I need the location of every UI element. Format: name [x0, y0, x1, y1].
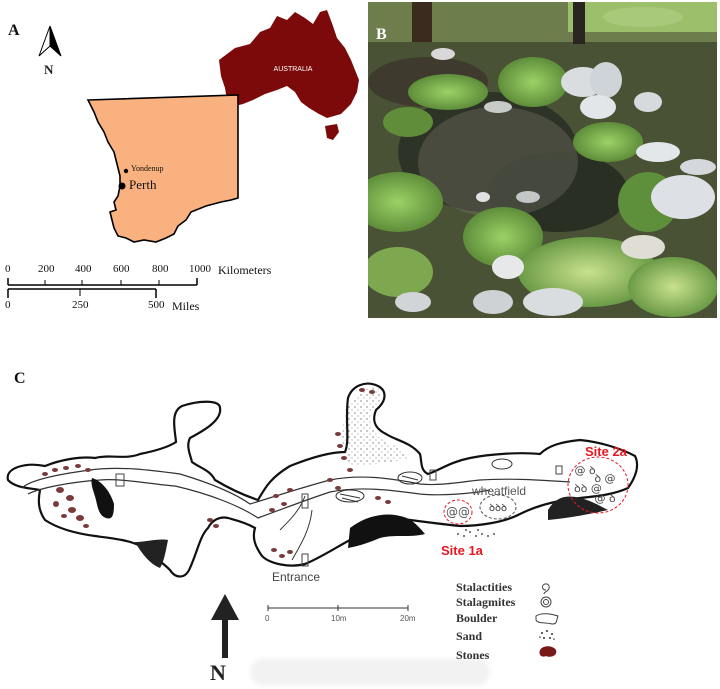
legend-label-sand: Sand: [456, 629, 483, 643]
panel-c-label: C: [14, 370, 26, 387]
scale-tick: 1000: [189, 263, 211, 275]
place-label-yondenup: Yondenup: [131, 164, 164, 173]
north-label-c: N: [210, 660, 226, 685]
scale-tick: 0: [265, 614, 270, 623]
site-1a-label: Site 1a: [441, 543, 483, 558]
north-arrow-c-icon: [211, 594, 239, 658]
site-1a-circle: [443, 499, 473, 525]
site-2a-label: Site 2a: [585, 444, 627, 459]
svg-text:ꝺꝺ @: ꝺꝺ @: [574, 482, 602, 495]
boulder-markers: [335, 458, 513, 503]
map-legend: Stalactities Stalagmites Boulder Sand St…: [456, 580, 576, 680]
legend-symbols: [535, 583, 559, 657]
svg-text:@ ꝺ: @ ꝺ: [594, 492, 615, 505]
svg-text:ꝺꝺꝺ: ꝺꝺꝺ: [489, 503, 507, 514]
svg-text:@@: @@: [446, 505, 470, 519]
scale-bar-km: 0 200 400 600 800 1000 Kilometers: [0, 258, 300, 288]
vegetation-photo: [368, 2, 717, 318]
scale-tick: 0: [5, 263, 11, 275]
panel-a-label: A: [8, 22, 20, 39]
scale-tick: 250: [72, 299, 89, 311]
stones-markers: [42, 388, 391, 558]
svg-text:@ ꝺ: @ ꝺ: [574, 464, 595, 477]
scale-tick: 10m: [331, 614, 347, 623]
scale-bar-miles: 0 250 500 Miles: [0, 286, 300, 316]
stones-icon: [539, 646, 557, 657]
scale-tick: 20m: [400, 614, 416, 623]
legend-label-stalagmites: Stalagmites: [456, 595, 516, 609]
ladder-markers: [115, 465, 563, 567]
panel-b-label: B: [376, 26, 387, 43]
site-2a-circle: [567, 456, 629, 514]
north-label-a: N: [44, 62, 54, 77]
scale-tick: 500: [148, 299, 165, 311]
legend-label-stalactites: Stalactities: [456, 580, 512, 594]
legend-label-boulder: Boulder: [456, 611, 498, 625]
scale-unit-miles: Miles: [172, 299, 200, 313]
entrance-label: Entrance: [272, 570, 321, 584]
australia-map: AUSTRALIA: [219, 10, 359, 140]
wheatfield-label: wheatfield: [472, 484, 527, 498]
scale-tick: 400: [75, 263, 92, 275]
wheatfield-circle: [479, 494, 517, 520]
australia-label: AUSTRALIA: [274, 66, 313, 73]
legend-label-stones: Stones: [456, 648, 490, 662]
sand-icon: [539, 630, 555, 640]
scale-tick: 800: [152, 263, 169, 275]
place-label-perth: Perth: [129, 177, 157, 192]
scale-tick: 600: [113, 263, 130, 275]
cave-map: @@ ꝺꝺꝺ @ ꝺꝺ @ꝺꝺ @@ ꝺ: [6, 382, 639, 578]
boulder-icon: [535, 613, 559, 625]
stalactite-icon: [542, 583, 550, 595]
site-photograph: B: [368, 2, 717, 318]
scale-tick: 0: [5, 299, 11, 311]
north-arrow-icon: [38, 25, 62, 57]
scale-tick: 200: [38, 263, 55, 275]
western-australia-map: [86, 94, 239, 243]
stalagmite-icon: [540, 596, 552, 608]
svg-text:ꝺ @: ꝺ @: [594, 472, 615, 485]
blurred-region: [250, 658, 490, 686]
scale-unit-km: Kilometers: [218, 263, 272, 277]
scale-bar-meters: 0 10m 20m: [260, 604, 430, 628]
